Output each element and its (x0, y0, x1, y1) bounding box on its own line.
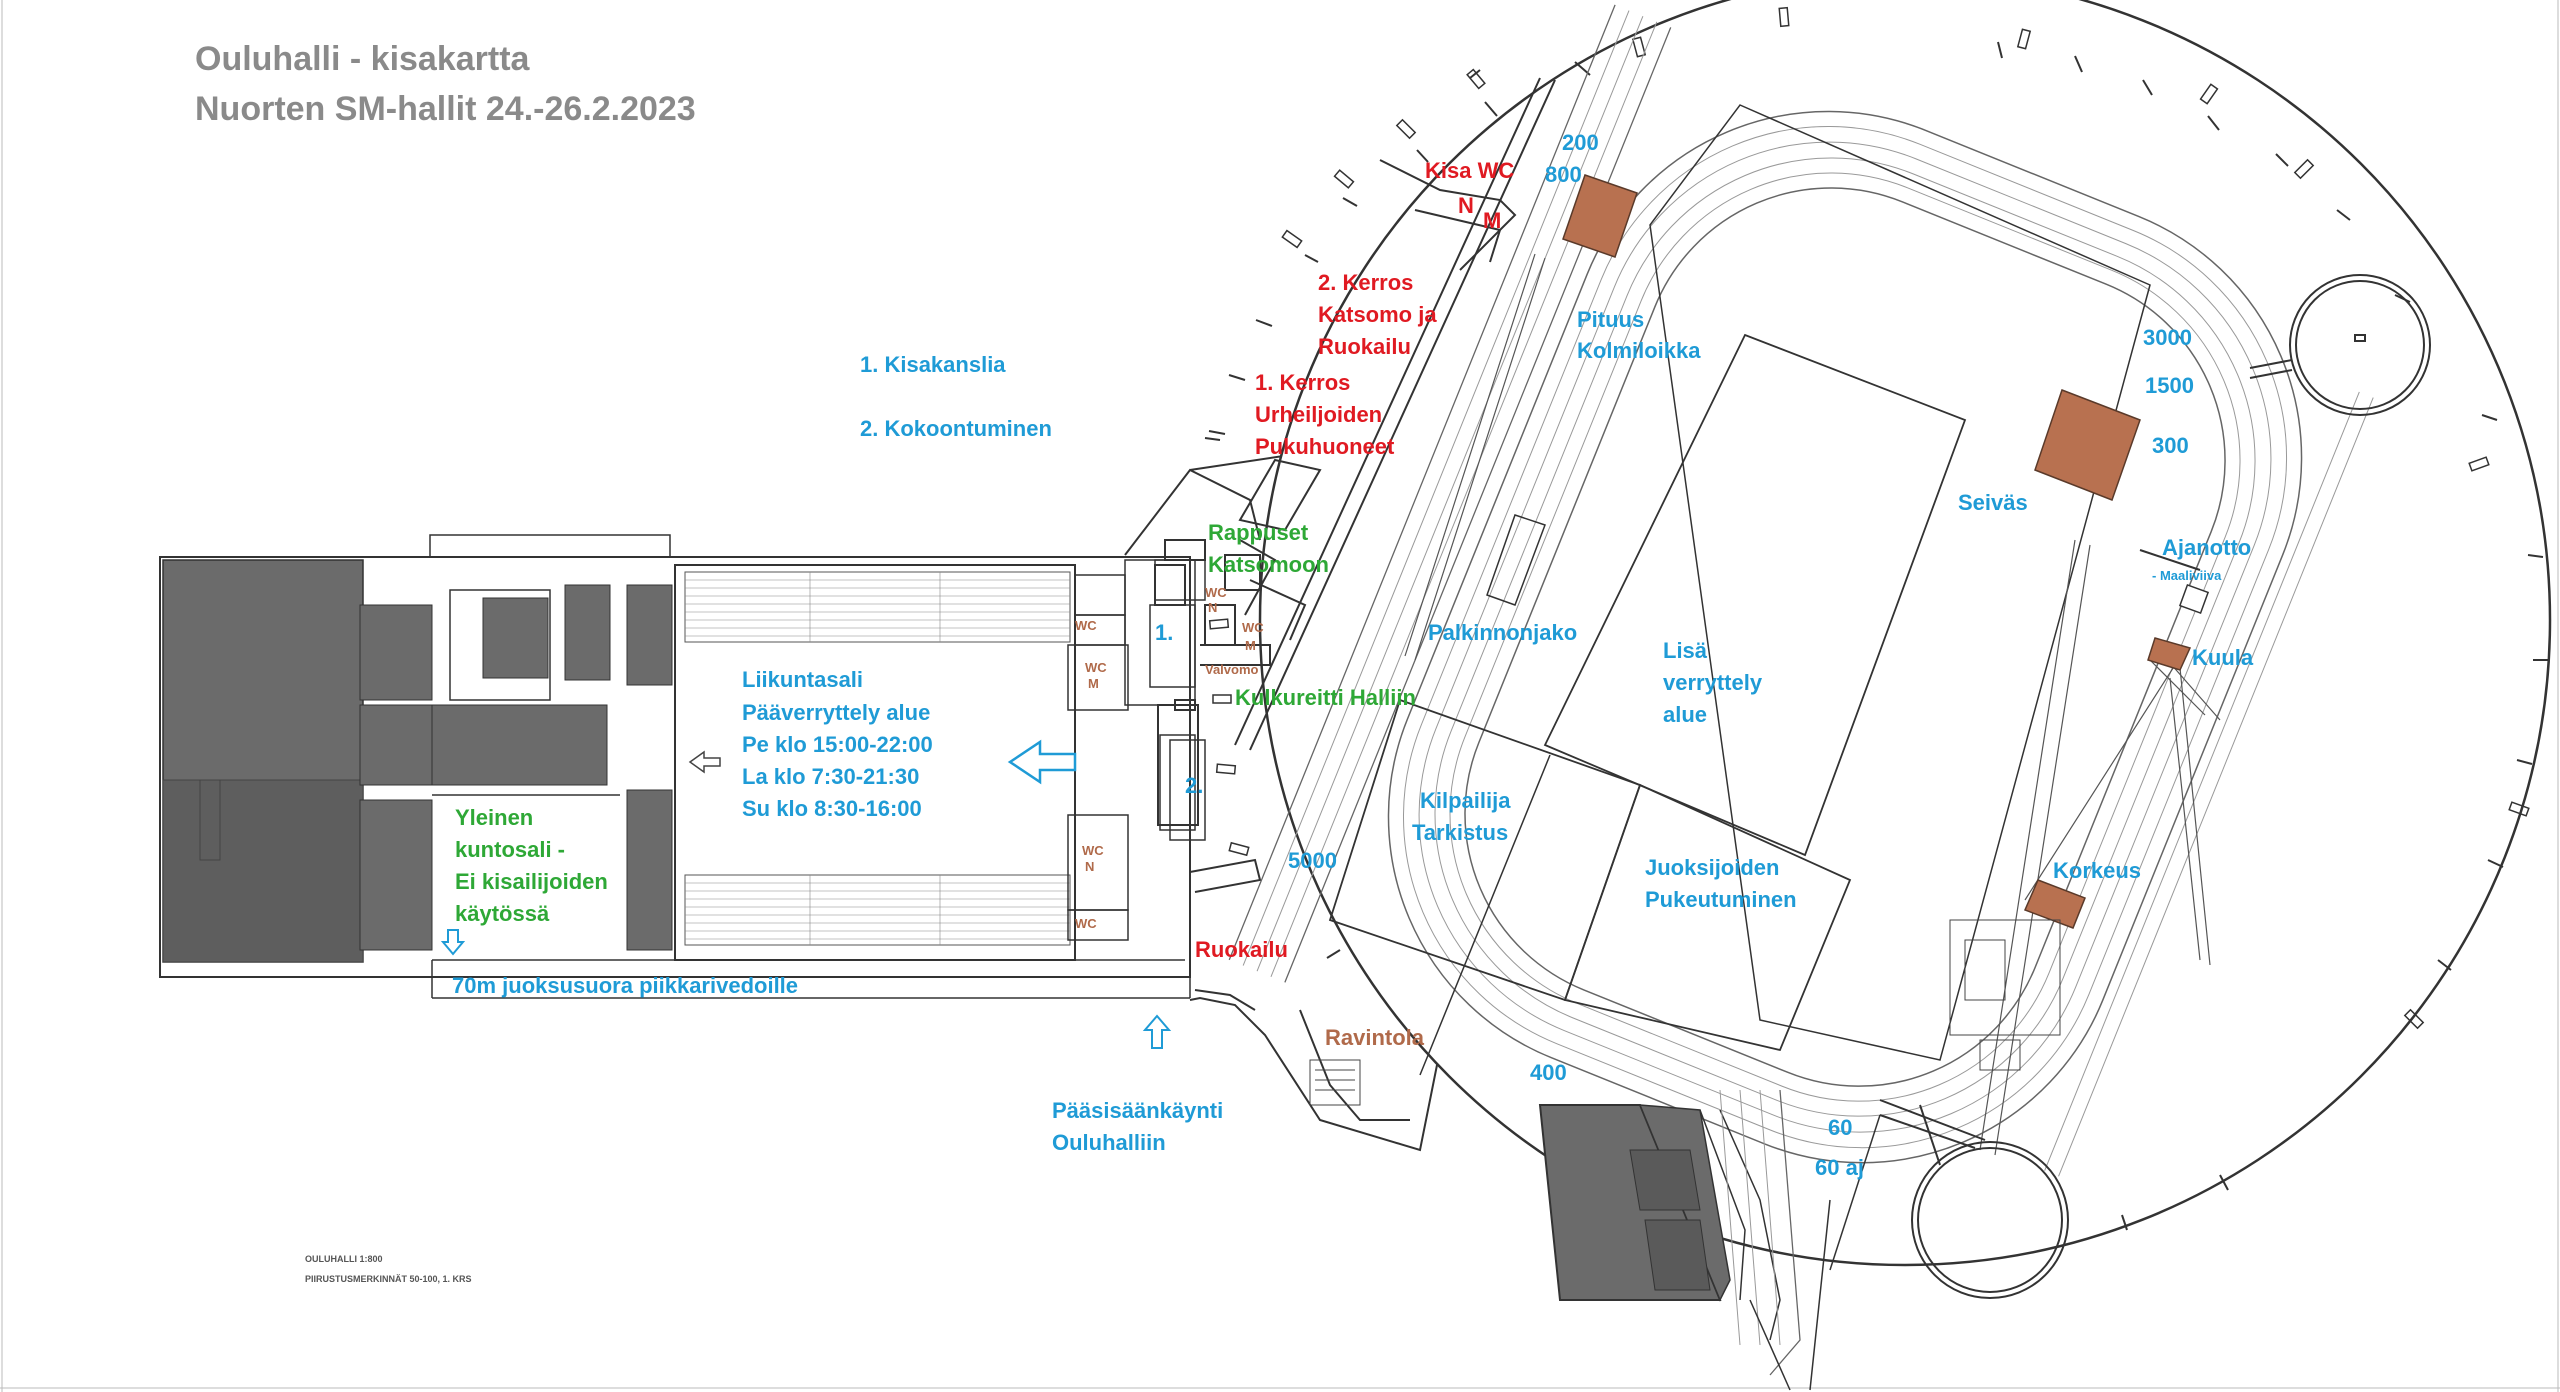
label-juoksijoiden: Juoksijoiden (1645, 855, 1779, 880)
drawing-notes: OULUHALLI 1:800 PIIRUSTUSMERKINNÄT 50-10… (305, 1254, 472, 1284)
circular-hall (1200, 0, 2552, 1391)
label-wc-m: M (1483, 208, 1501, 233)
label-kisakanslia: 1. Kisakanslia (860, 352, 1006, 377)
tower-south (1879, 1099, 2069, 1299)
tower-east (2249, 274, 2431, 416)
palkinnonjako-box (1486, 514, 1546, 606)
label-kolmiloikka: Kolmiloikka (1577, 338, 1701, 363)
label-ruokailu-floor: Ruokailu (1318, 334, 1411, 359)
label-aukiolo-la: La klo 7:30-21:30 (742, 764, 919, 789)
label-wc-5: WC (1205, 585, 1227, 600)
label-ajanotto: Ajanotto (2162, 535, 2251, 560)
green-labels: Rappuset Katsomoon Kulkureitti Halliin Y… (455, 520, 1416, 926)
label-paaverryttely: Pääverryttely alue (742, 700, 930, 725)
label-kilpailija: Kilpailija (1420, 788, 1511, 813)
kuula-circle (2147, 637, 2192, 671)
label-ei-kisailijoiden: Ei kisailijoiden (455, 869, 608, 894)
label-kisa-wc: Kisa WC (1425, 158, 1514, 183)
label-distance-200: 200 (1562, 130, 1599, 155)
label-wc-3-n: N (1085, 859, 1094, 874)
label-katsomoon: Katsomoon (1208, 552, 1329, 577)
label-wc-5-n: N (1208, 600, 1217, 615)
liikuntasali-hall (674, 564, 1076, 961)
title-block: Ouluhalli - kisakartta Nuorten SM-hallit… (195, 40, 696, 128)
label-kaytossa: käytössä (455, 901, 550, 926)
pituus-pit (1562, 174, 1638, 258)
hollow-arrow-left-icon (688, 750, 721, 774)
left-building (159, 534, 1206, 999)
lisa-verryttely-area (1543, 333, 1967, 857)
korkeus-pit (2023, 879, 2086, 929)
map-title: Ouluhalli - kisakartta (195, 40, 531, 78)
label-kerros2: 2. Kerros (1318, 270, 1413, 295)
label-palkinnonjako: Palkinnonjako (1428, 620, 1577, 645)
label-wc-4: WC (1075, 916, 1097, 931)
running-track (1228, 4, 2374, 1177)
label-wc-1: WC (1075, 618, 1097, 633)
label-kokoontuminen: 2. Kokoontuminen (860, 416, 1052, 441)
label-korkeus: Korkeus (2053, 858, 2141, 883)
label-liikuntasali: Liikuntasali (742, 667, 863, 692)
label-kerros1: 1. Kerros (1255, 370, 1350, 395)
blue-arrow-left-icon (1007, 739, 1077, 785)
label-wc-3: WC (1082, 843, 1104, 858)
label-tarkistus: Tarkistus (1412, 820, 1508, 845)
label-wc-2-m: M (1088, 676, 1099, 691)
label-wc-2: WC (1085, 660, 1107, 675)
connector-building (1124, 454, 1441, 1152)
label-pukeutuminen: Pukeutuminen (1645, 887, 1797, 912)
label-distance-60: 60 (1828, 1115, 1852, 1140)
drawing-note-1: OULUHALLI 1:800 (305, 1254, 383, 1264)
drawing-note-2: PIIRUSTUSMERKINNÄT 50-100, 1. KRS (305, 1274, 472, 1284)
label-seivas: Seiväs (1958, 490, 2028, 515)
label-distance-400: 400 (1530, 1060, 1567, 1085)
label-valvomo: Valvomo (1205, 662, 1259, 677)
label-alue: alue (1663, 702, 1707, 727)
seivas-pit (2034, 389, 2141, 501)
blue-arrow-down-icon (440, 929, 466, 956)
blue-arrow-up-icon (1142, 1014, 1172, 1049)
brown-labels: Ravintola WC WC M WC N WC WC N WC M Valv… (1075, 585, 1425, 1050)
label-aukiolo-su: Su klo 8:30-16:00 (742, 796, 922, 821)
label-distance-5000: 5000 (1288, 848, 1337, 873)
juoksijat-area (1563, 783, 1852, 1052)
label-kuntosali: kuntosali - (455, 837, 565, 862)
label-kulkureitti: Kulkureitti Halliin (1235, 685, 1416, 710)
label-wc-6-m: M (1245, 638, 1256, 653)
label-kuula: Kuula (2192, 645, 2254, 670)
map-subtitle: Nuorten SM-hallit 24.-26.2.2023 (195, 90, 696, 128)
label-distance-1500: 1500 (2145, 373, 2194, 398)
label-distance-800: 800 (1545, 162, 1582, 187)
label-room-2: 2. (1185, 773, 1203, 798)
label-juoksusuora: 70m juoksusuora piikkarivedoille (452, 973, 798, 998)
label-distance-60aj: 60 aj (1815, 1155, 1864, 1180)
infield-outline (1649, 104, 2151, 1061)
ajanotto-box (2178, 583, 2210, 615)
label-wc-6: WC (1242, 620, 1264, 635)
label-distance-300: 300 (2152, 433, 2189, 458)
label-urheiljoiden: Urheiljoiden (1255, 402, 1382, 427)
label-verryttely: verryttely (1663, 670, 1763, 695)
label-ouluhalliin: Ouluhalliin (1052, 1130, 1166, 1155)
label-yleinen: Yleinen (455, 805, 533, 830)
label-pukuhuoneet: Pukuhuoneet (1255, 434, 1395, 459)
label-ravintola: Ravintola (1325, 1025, 1425, 1050)
label-rappuset: Rappuset (1208, 520, 1309, 545)
label-katsomo-ja: Katsomo ja (1318, 302, 1437, 327)
label-paasisaankaynti: Pääsisäänkäynti (1052, 1098, 1223, 1123)
label-wc-n: N (1458, 193, 1474, 218)
label-room-1: 1. (1155, 620, 1173, 645)
label-pituus: Pituus (1577, 307, 1644, 332)
label-lisa: Lisä (1663, 638, 1708, 663)
label-ruokailu: Ruokailu (1195, 937, 1288, 962)
blue-labels: 1. Kisakanslia 2. Kokoontuminen Liikunta… (452, 130, 2254, 1180)
label-maaliviiva: - Maaliviiva (2152, 568, 2222, 583)
label-aukiolo-pe: Pe klo 15:00-22:00 (742, 732, 933, 757)
label-distance-3000: 3000 (2143, 325, 2192, 350)
red-labels: Kisa WC N M 2. Kerros Katsomo ja Ruokail… (1195, 158, 1514, 962)
